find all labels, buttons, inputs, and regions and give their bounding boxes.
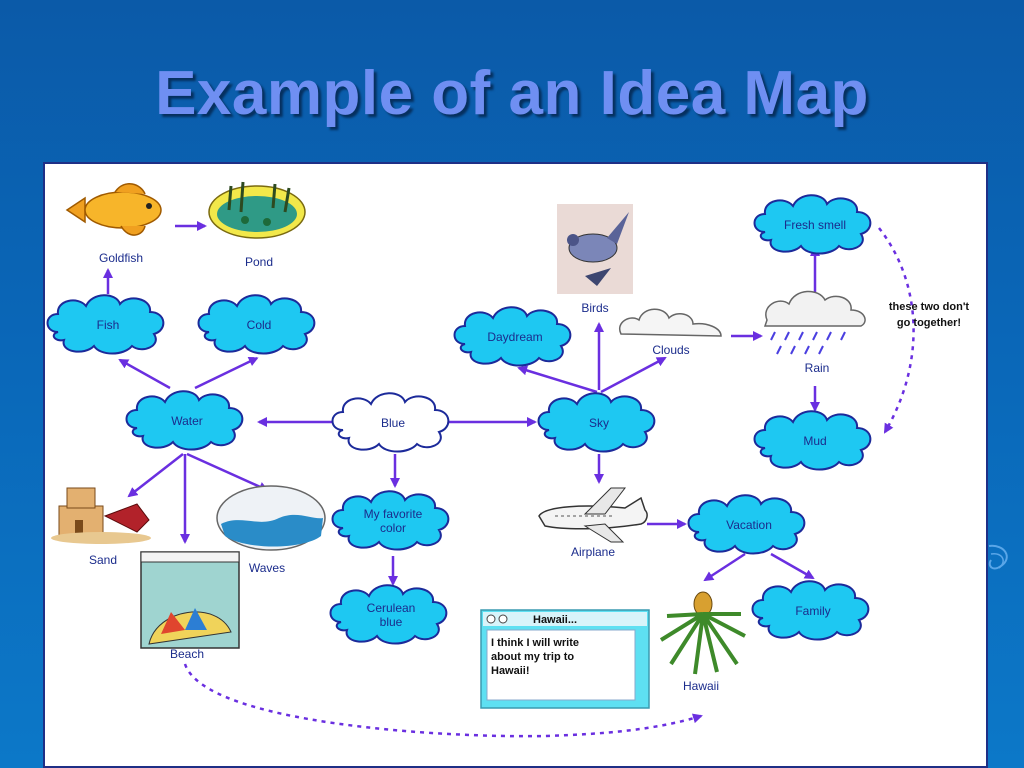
annotation-line-2: go together! (897, 317, 961, 329)
beach-label: Beach (170, 647, 204, 661)
goldfish-label: Goldfish (99, 251, 143, 265)
decorative-swirl-icon (988, 544, 1008, 570)
pond-label: Pond (245, 255, 273, 269)
goldfish-icon (65, 183, 162, 236)
node-family: Family (751, 580, 870, 641)
node-favorite-color-label-2: color (380, 521, 406, 535)
note-title: Hawaii... (533, 614, 577, 626)
rain-label: Rain (805, 361, 830, 375)
node-fresh-smell: Fresh smell (753, 194, 872, 255)
beach-icon (140, 551, 240, 649)
birds-icon (557, 204, 633, 294)
slide-title: Example of an Idea Map (155, 59, 869, 128)
node-cerulean-label-1: Cerulean (367, 601, 416, 615)
annotation-line-1: these two don't (889, 301, 970, 313)
node-cerulean-label-2: blue (380, 615, 403, 629)
node-daydream-label: Daydream (487, 330, 542, 344)
dashed-arrow-beach-to-hawaii (183, 663, 703, 738)
node-cold-label: Cold (247, 318, 272, 332)
note-close-icon[interactable] (486, 614, 496, 624)
waves-icon (216, 485, 326, 551)
idea-map-frame: Fish Cold Water Blue Sky Daydream Fresh … (43, 162, 988, 768)
node-blue: Blue (331, 392, 450, 453)
node-mud-label: Mud (803, 434, 826, 448)
idea-map-canvas: Fish Cold Water Blue Sky Daydream Fresh … (46, 181, 970, 738)
airplane-label: Airplane (571, 545, 615, 559)
arrow-vacation-to-hawaii (703, 552, 746, 582)
node-fresh-smell-label: Fresh smell (784, 218, 846, 232)
node-daydream: Daydream (453, 306, 572, 367)
node-sky: Sky (537, 392, 656, 453)
arrow-water-to-fish (118, 358, 171, 390)
arrow-water-to-sand (127, 453, 184, 498)
note-line-2: about my trip to (491, 651, 574, 663)
sand-label: Sand (89, 553, 117, 567)
node-fish: Fish (46, 294, 165, 355)
node-water-label: Water (171, 414, 203, 428)
node-vacation-label: Vacation (726, 518, 772, 532)
pond-icon (208, 181, 306, 239)
arrow-water-to-waves (186, 452, 269, 492)
pineapple-plant-icon (659, 591, 746, 675)
clouds-label: Clouds (652, 343, 689, 357)
note-line-1: I think I will write (491, 637, 579, 649)
arrow-sky-to-clouds (600, 356, 667, 394)
waves-label: Waves (249, 561, 285, 575)
arrow-water-to-cold (194, 356, 259, 390)
arrow-vacation-to-family (770, 552, 815, 580)
arrows (103, 221, 915, 738)
node-family-label: Family (795, 604, 830, 618)
node-favorite-color-label-1: My favorite (364, 507, 423, 521)
clouds-icon (618, 308, 722, 337)
node-blue-label: Blue (381, 416, 405, 430)
node-mud: Mud (753, 410, 872, 471)
note-line-3: Hawaii! (491, 665, 530, 677)
arrow-sky-to-daydream (517, 365, 598, 394)
sand-castle-icon (51, 487, 151, 544)
node-water: Water (125, 390, 244, 451)
node-vacation: Vacation (687, 494, 806, 555)
node-sky-label: Sky (589, 416, 609, 430)
rain-icon (763, 290, 866, 355)
dashed-arrow-fresh-smell-to-mud (878, 227, 915, 434)
node-fish-label: Fish (97, 318, 120, 332)
note-minimize-icon[interactable] (498, 614, 508, 624)
birds-label: Birds (581, 301, 608, 315)
hawaii-label: Hawaii (683, 679, 719, 693)
node-cerulean-blue: Cerulean blue (329, 584, 448, 645)
node-favorite-color: My favorite color (331, 490, 450, 551)
airplane-icon (538, 487, 648, 543)
note-window: Hawaii... I think I will write about my … (480, 609, 650, 709)
node-cold: Cold (197, 294, 316, 355)
